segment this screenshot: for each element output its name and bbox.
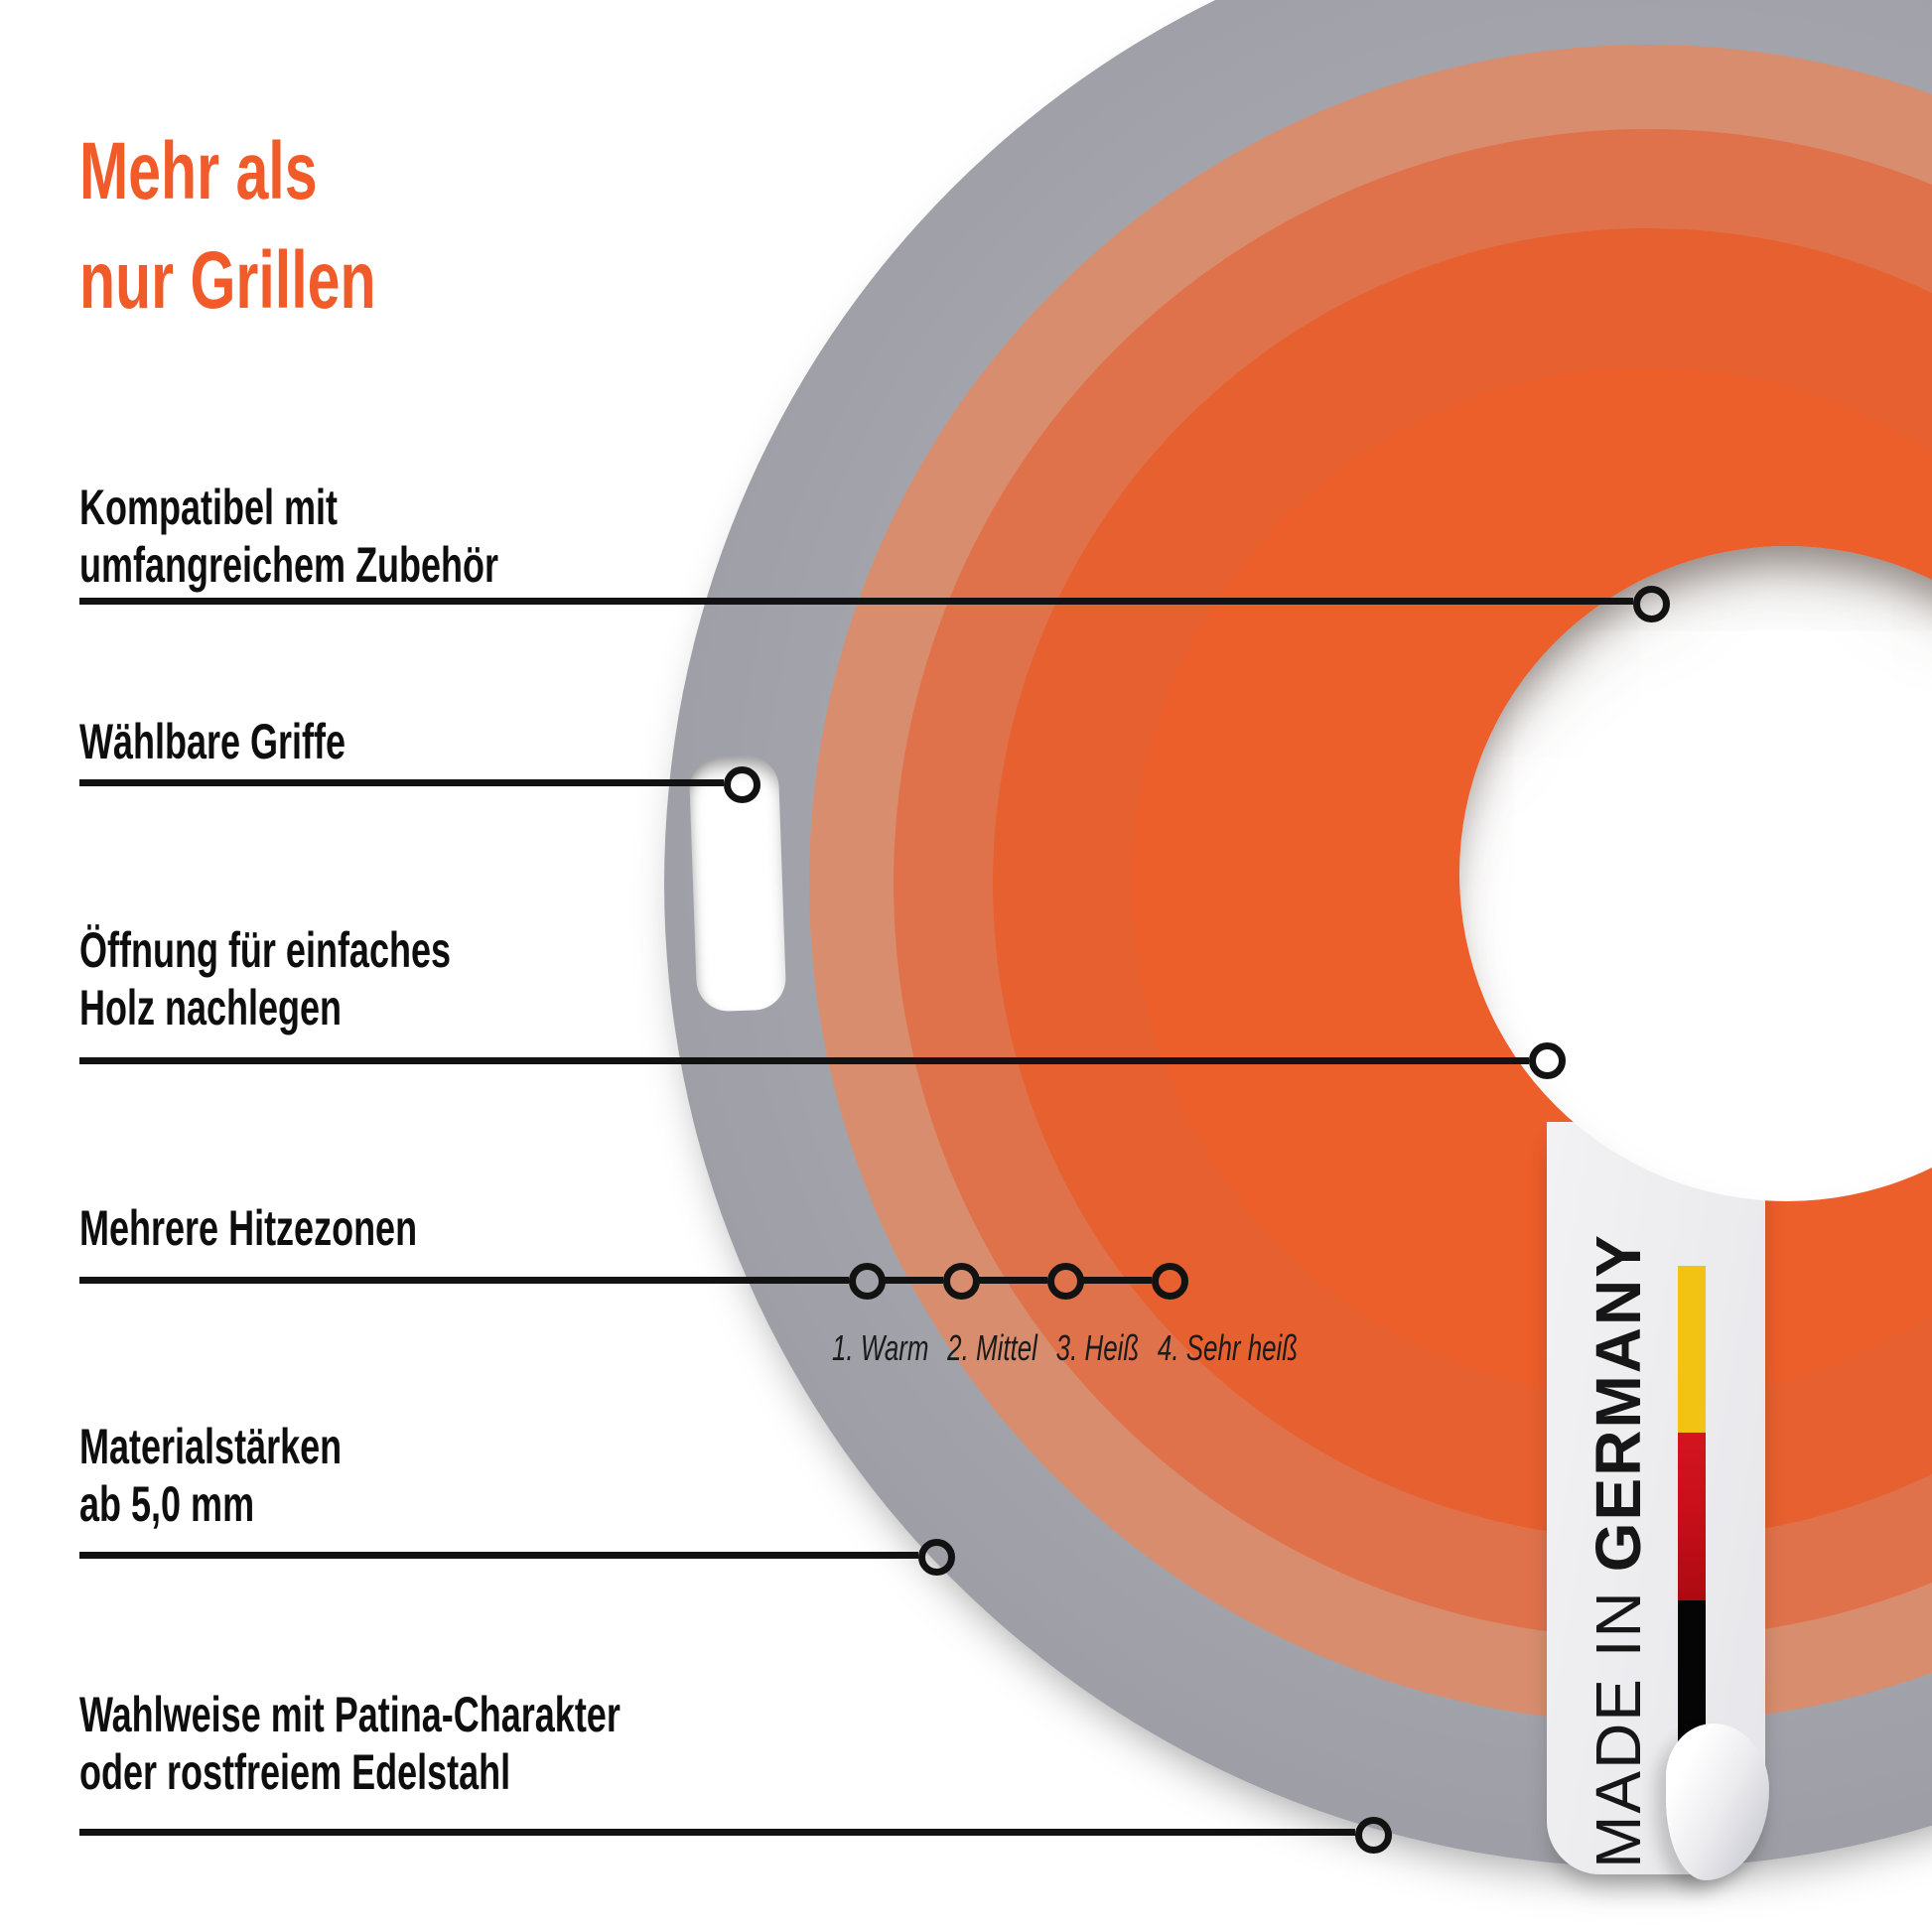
- feature-oeffnung-line2: Holz nachlegen: [79, 980, 343, 1035]
- marker-circle-zone2: [943, 1263, 980, 1300]
- feature-materialstaerken-line1: Materialstärken: [79, 1419, 343, 1474]
- feature-zubehoer-line1: Kompatibel mit: [79, 480, 339, 535]
- made-in-germany-banner: [1547, 1122, 1769, 1880]
- feature-materialstaerken-line2: ab 5,0 mm: [79, 1476, 255, 1532]
- marker-circle-materialstaerken: [918, 1539, 955, 1576]
- flag-red-segment: [1678, 1433, 1706, 1600]
- heat-zone-label-mittel: 2. Mittel: [947, 1327, 1037, 1368]
- feature-label-patina: Wahlweise mit Patina-Charakter oder rost…: [79, 1686, 621, 1801]
- marker-circle-zone3: [1047, 1263, 1084, 1300]
- marker-circle-patina: [1355, 1817, 1392, 1854]
- feature-zubehoer-line2: umfangreichem Zubehör: [79, 537, 499, 593]
- feature-label-griffe: Wählbare Griffe: [79, 713, 345, 770]
- feature-label-zubehoer: Kompatibel mit umfangreichem Zubehör: [79, 479, 498, 594]
- leader-line-oeffnung: [79, 1057, 1529, 1064]
- page-title-line2: nur Grillen: [79, 235, 376, 326]
- marker-circle-zubehoer: [1633, 586, 1670, 622]
- leader-line-zone1-2: [885, 1277, 943, 1284]
- germany-text: GERMANY: [1583, 1233, 1654, 1573]
- feature-label-materialstaerken: Materialstärken ab 5,0 mm: [79, 1418, 342, 1533]
- heat-zone-label-warm: 1. Warm: [832, 1327, 929, 1368]
- german-flag-stripe: [1678, 1266, 1706, 1765]
- feature-patina-line1: Wahlweise mit Patina-Charakter: [79, 1687, 621, 1742]
- marker-circle-zone4: [1152, 1263, 1188, 1300]
- leader-line-hitzezonen: [79, 1277, 849, 1284]
- page-title: Mehr als nur Grillen: [79, 117, 376, 336]
- leader-line-patina: [79, 1829, 1355, 1836]
- heat-zone-label-heiss: 3. Heiß: [1055, 1327, 1140, 1368]
- heat-zone-label-sehr-heiss: 4. Sehr heiß: [1157, 1327, 1299, 1368]
- flag-gold-segment: [1678, 1266, 1706, 1433]
- heat-zone-labels: 1. Warm 2. Mittel 3. Heiß 4. Sehr heiß: [832, 1327, 1316, 1369]
- feature-griffe-line1: Wählbare Griffe: [79, 714, 346, 769]
- marker-circle-oeffnung: [1529, 1042, 1566, 1079]
- made-in-text: MADE IN: [1583, 1589, 1654, 1868]
- feature-label-oeffnung: Öffnung für einfaches Holz nachlegen: [79, 921, 451, 1036]
- leader-line-zone2-3: [979, 1277, 1047, 1284]
- feature-patina-line2: oder rostfreiem Edelstahl: [79, 1744, 511, 1800]
- feature-oeffnung-line1: Öffnung für einfaches: [79, 922, 452, 978]
- leader-line-zubehoer: [79, 598, 1633, 605]
- leader-line-griffe: [79, 779, 724, 786]
- leader-line-zone3-4: [1083, 1277, 1152, 1284]
- page-title-line1: Mehr als: [79, 126, 318, 216]
- feature-label-hitzezonen: Mehrere Hitzezonen: [79, 1199, 417, 1257]
- marker-circle-zone1: [849, 1263, 886, 1300]
- feature-hitzezonen-line1: Mehrere Hitzezonen: [79, 1200, 418, 1256]
- made-in-germany-label: MADE IN GERMANY: [1582, 1233, 1655, 1868]
- marker-circle-griffe: [724, 766, 760, 803]
- leader-line-materialstaerken: [79, 1552, 918, 1559]
